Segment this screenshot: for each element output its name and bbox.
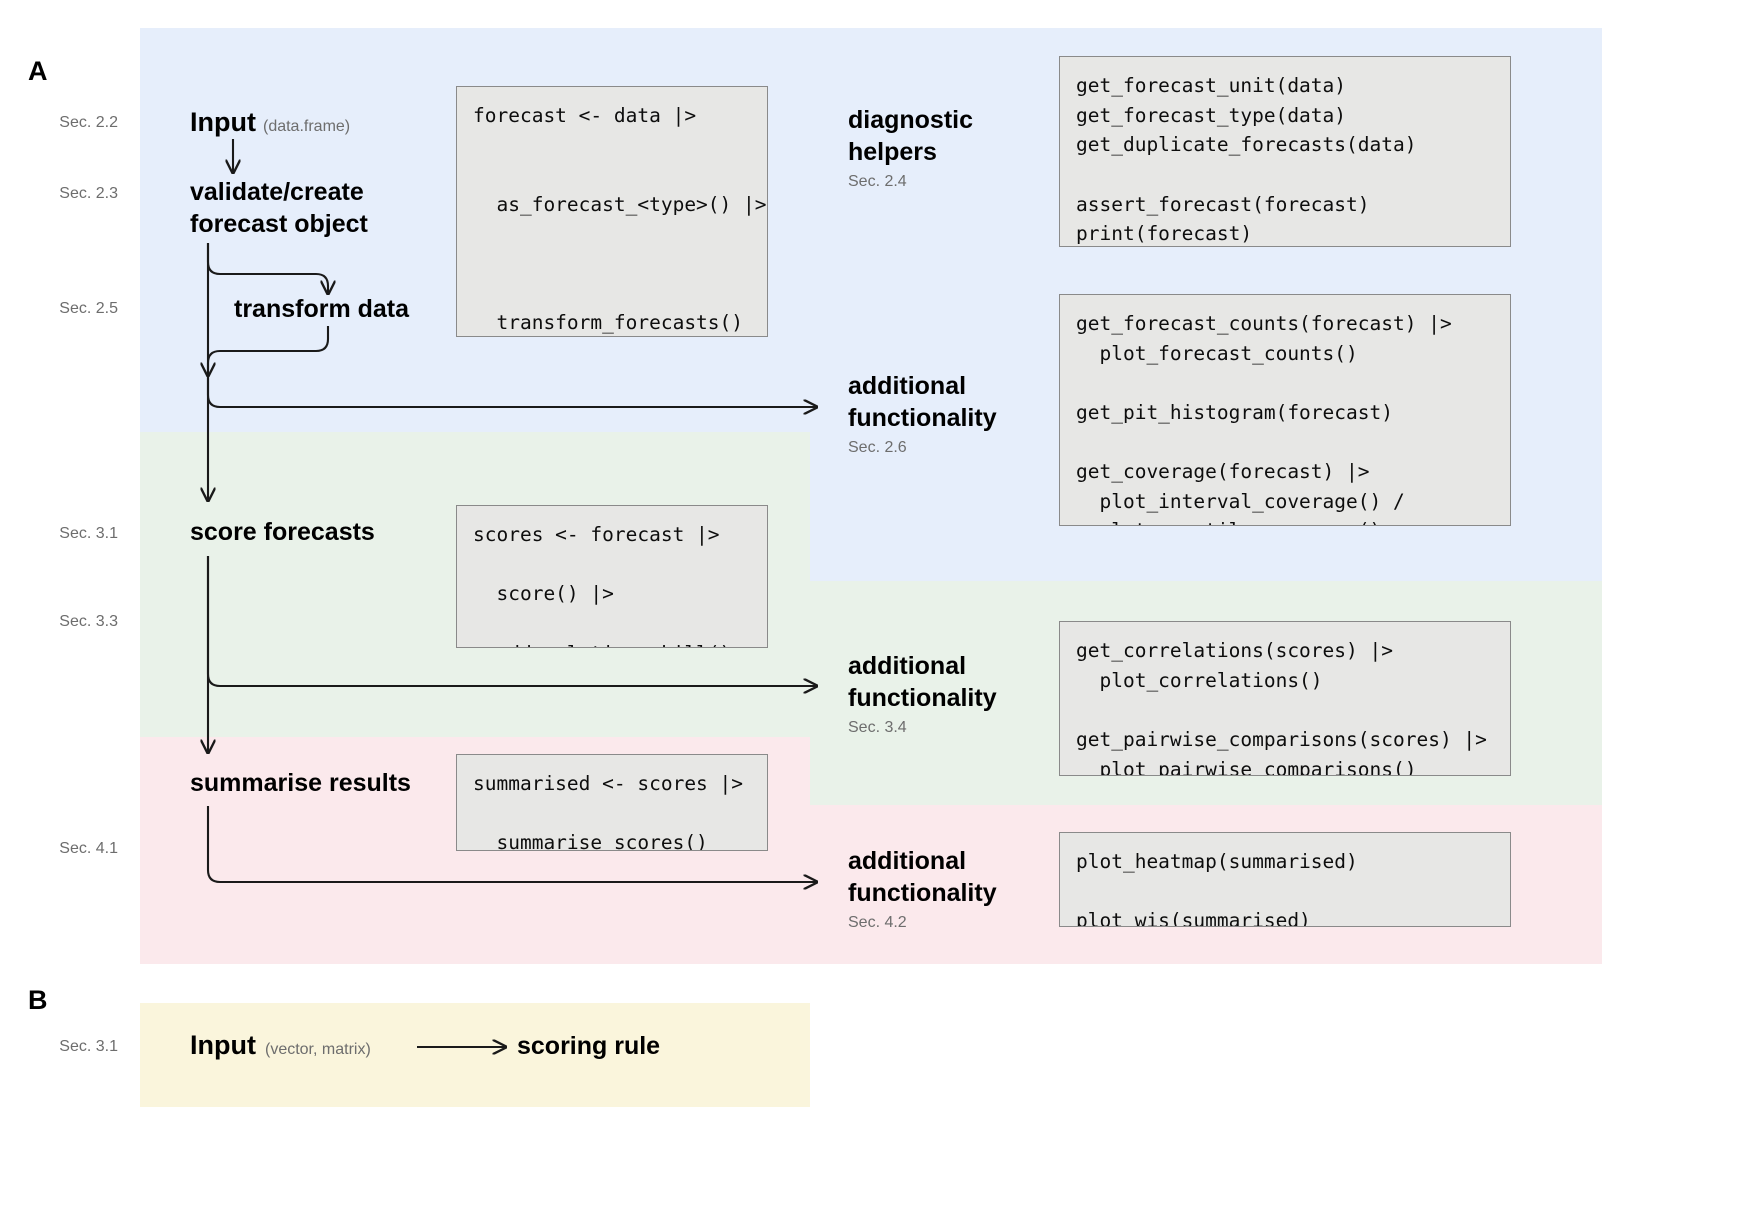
step-input: Input (data.frame) [190, 105, 350, 140]
code-block-additional-functionality-26: get_forecast_counts(forecast) |> plot_fo… [1059, 294, 1511, 526]
right-block-title-additional-functionality-42: additional functionality [848, 847, 997, 907]
right-block-diagnostic-helpers: diagnostic helpers Sec. 2.4 [848, 104, 1058, 191]
panelB-input-label: Input [190, 1030, 256, 1060]
sec-tag-2-2: Sec. 2.2 [59, 114, 118, 131]
code-block-additional-functionality-42: plot_heatmap(summarised) plot_wis(summar… [1059, 832, 1511, 927]
sec-tag-2-3: Sec. 2.3 [59, 185, 118, 202]
sec-tag-3-3: Sec. 3.3 [59, 613, 118, 630]
step-summarise-results: summarise results [190, 769, 411, 797]
step-validate-create: validate/create forecast object [190, 178, 368, 238]
code-block-pipeline-create: forecast <- data |> as_forecast_<type>()… [456, 86, 768, 337]
right-block-sec-2-4: Sec. 2.4 [848, 173, 907, 190]
right-block-title-additional-functionality-34: additional functionality [848, 652, 997, 712]
code-block-pipeline-summarise: summarised <- scores |> summarise_scores… [456, 754, 768, 851]
right-block-additional-functionality-26: additional functionality Sec. 2.6 [848, 370, 1058, 457]
step-score-forecasts: score forecasts [190, 518, 375, 546]
panelB-input-note: (vector, matrix) [264, 1041, 371, 1058]
panel-letter-a: A [28, 56, 48, 86]
sec-tag-4-1: Sec. 4.1 [59, 840, 118, 857]
right-block-sec-4-2: Sec. 4.2 [848, 914, 907, 931]
sec-tag-3-1: Sec. 3.1 [59, 525, 118, 542]
panelB-scoring-rule-group: scoring rule [517, 1032, 660, 1061]
code-block-additional-functionality-34: get_correlations(scores) |> plot_correla… [1059, 621, 1511, 776]
panelB-scoring-rule-label: scoring rule [517, 1032, 661, 1060]
step-input-label: Input [190, 107, 256, 137]
band-panelB [140, 1003, 810, 1107]
step-transform-data: transform data [234, 295, 410, 323]
right-block-title-additional-functionality-26: additional functionality [848, 372, 997, 432]
right-block-additional-functionality-42: additional functionality Sec. 4.2 [848, 845, 1058, 932]
right-block-sec-2-6: Sec. 2.6 [848, 439, 907, 456]
panelB-input-group: Input (vector, matrix) [190, 1030, 371, 1061]
code-block-pipeline-score: scores <- forecast |> score() |> add_rel… [456, 505, 768, 648]
panel-letter-b: B [28, 985, 48, 1015]
sec-tag-panelB-3-1: Sec. 3.1 [59, 1038, 118, 1055]
sec-tag-2-5: Sec. 2.5 [59, 300, 118, 317]
right-block-title-diagnostic-helpers: diagnostic helpers [848, 106, 974, 166]
right-block-additional-functionality-34: additional functionality Sec. 3.4 [848, 650, 1058, 737]
step-input-note: (data.frame) [262, 118, 351, 135]
right-block-sec-3-4: Sec. 3.4 [848, 719, 907, 736]
code-block-diagnostic-helpers: get_forecast_unit(data) get_forecast_typ… [1059, 56, 1511, 247]
